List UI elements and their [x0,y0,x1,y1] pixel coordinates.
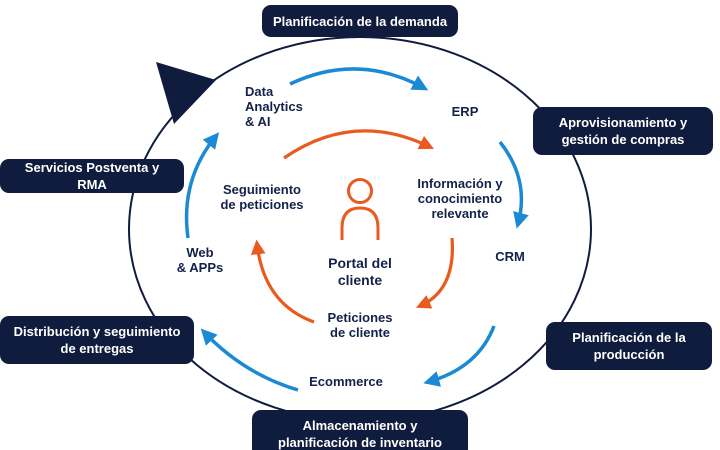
center-title-portal-del-cliente: Portal del cliente [328,255,392,288]
pill-almacenamiento-inventario: Almacenamiento y planificación de invent… [252,410,468,450]
pill-label: Aprovisionamiento y [558,115,688,130]
pill-label: Distribución y seguimiento [13,324,181,339]
pill-label: de entregas [60,341,134,356]
blue-arrow-bottom-left-icon [200,328,299,392]
label-data-analytics-ai: Data Analytics & AI [245,84,303,129]
label-crm: CRM [495,249,525,264]
label-erp: ERP [451,104,479,119]
orange-arrow-top-icon [283,129,434,160]
blue-arrow-top-icon [289,67,429,91]
label-seguimiento-peticiones: Seguimiento de peticiones [220,182,304,212]
label-ecommerce: Ecommerce [309,374,383,389]
outer-cycle-arrow-icon [156,62,216,124]
pill-label: producción [593,347,665,362]
pill-servicios-postventa-rma: Servicios Postventa y RMA [0,159,184,193]
pill-label: Servicios Postventa y RMA [24,160,160,192]
person-icon [340,178,380,240]
pill-label: Planificación de la [572,330,686,345]
orange-arrow-right-icon [415,237,454,309]
label-informacion-conocimiento: Información y conocimiento relevante [417,176,503,221]
pill-label: planificación de inventario [278,435,442,450]
pill-label: Planificación de la demanda [272,13,448,29]
pill-label: Almacenamiento y [302,418,418,433]
pill-label: gestión de compras [561,132,685,147]
orange-arrow-left-icon [250,239,315,324]
pill-planificacion-demanda: Planificación de la demanda [262,5,458,37]
pill-distribucion-entregas: Distribución y seguimiento de entregas [0,316,194,364]
blue-arrow-left-icon [184,132,220,239]
pill-aprovisionamiento-compras: Aprovisionamiento y gestión de compras [533,107,713,155]
blue-arrow-bottom-right-icon [423,325,496,387]
blue-arrow-right-icon [498,140,529,229]
label-web-apps: Web & APPs [176,245,224,275]
label-peticiones-cliente: Peticiones de cliente [327,310,393,340]
pill-planificacion-produccion: Planificación de la producción [546,322,712,370]
